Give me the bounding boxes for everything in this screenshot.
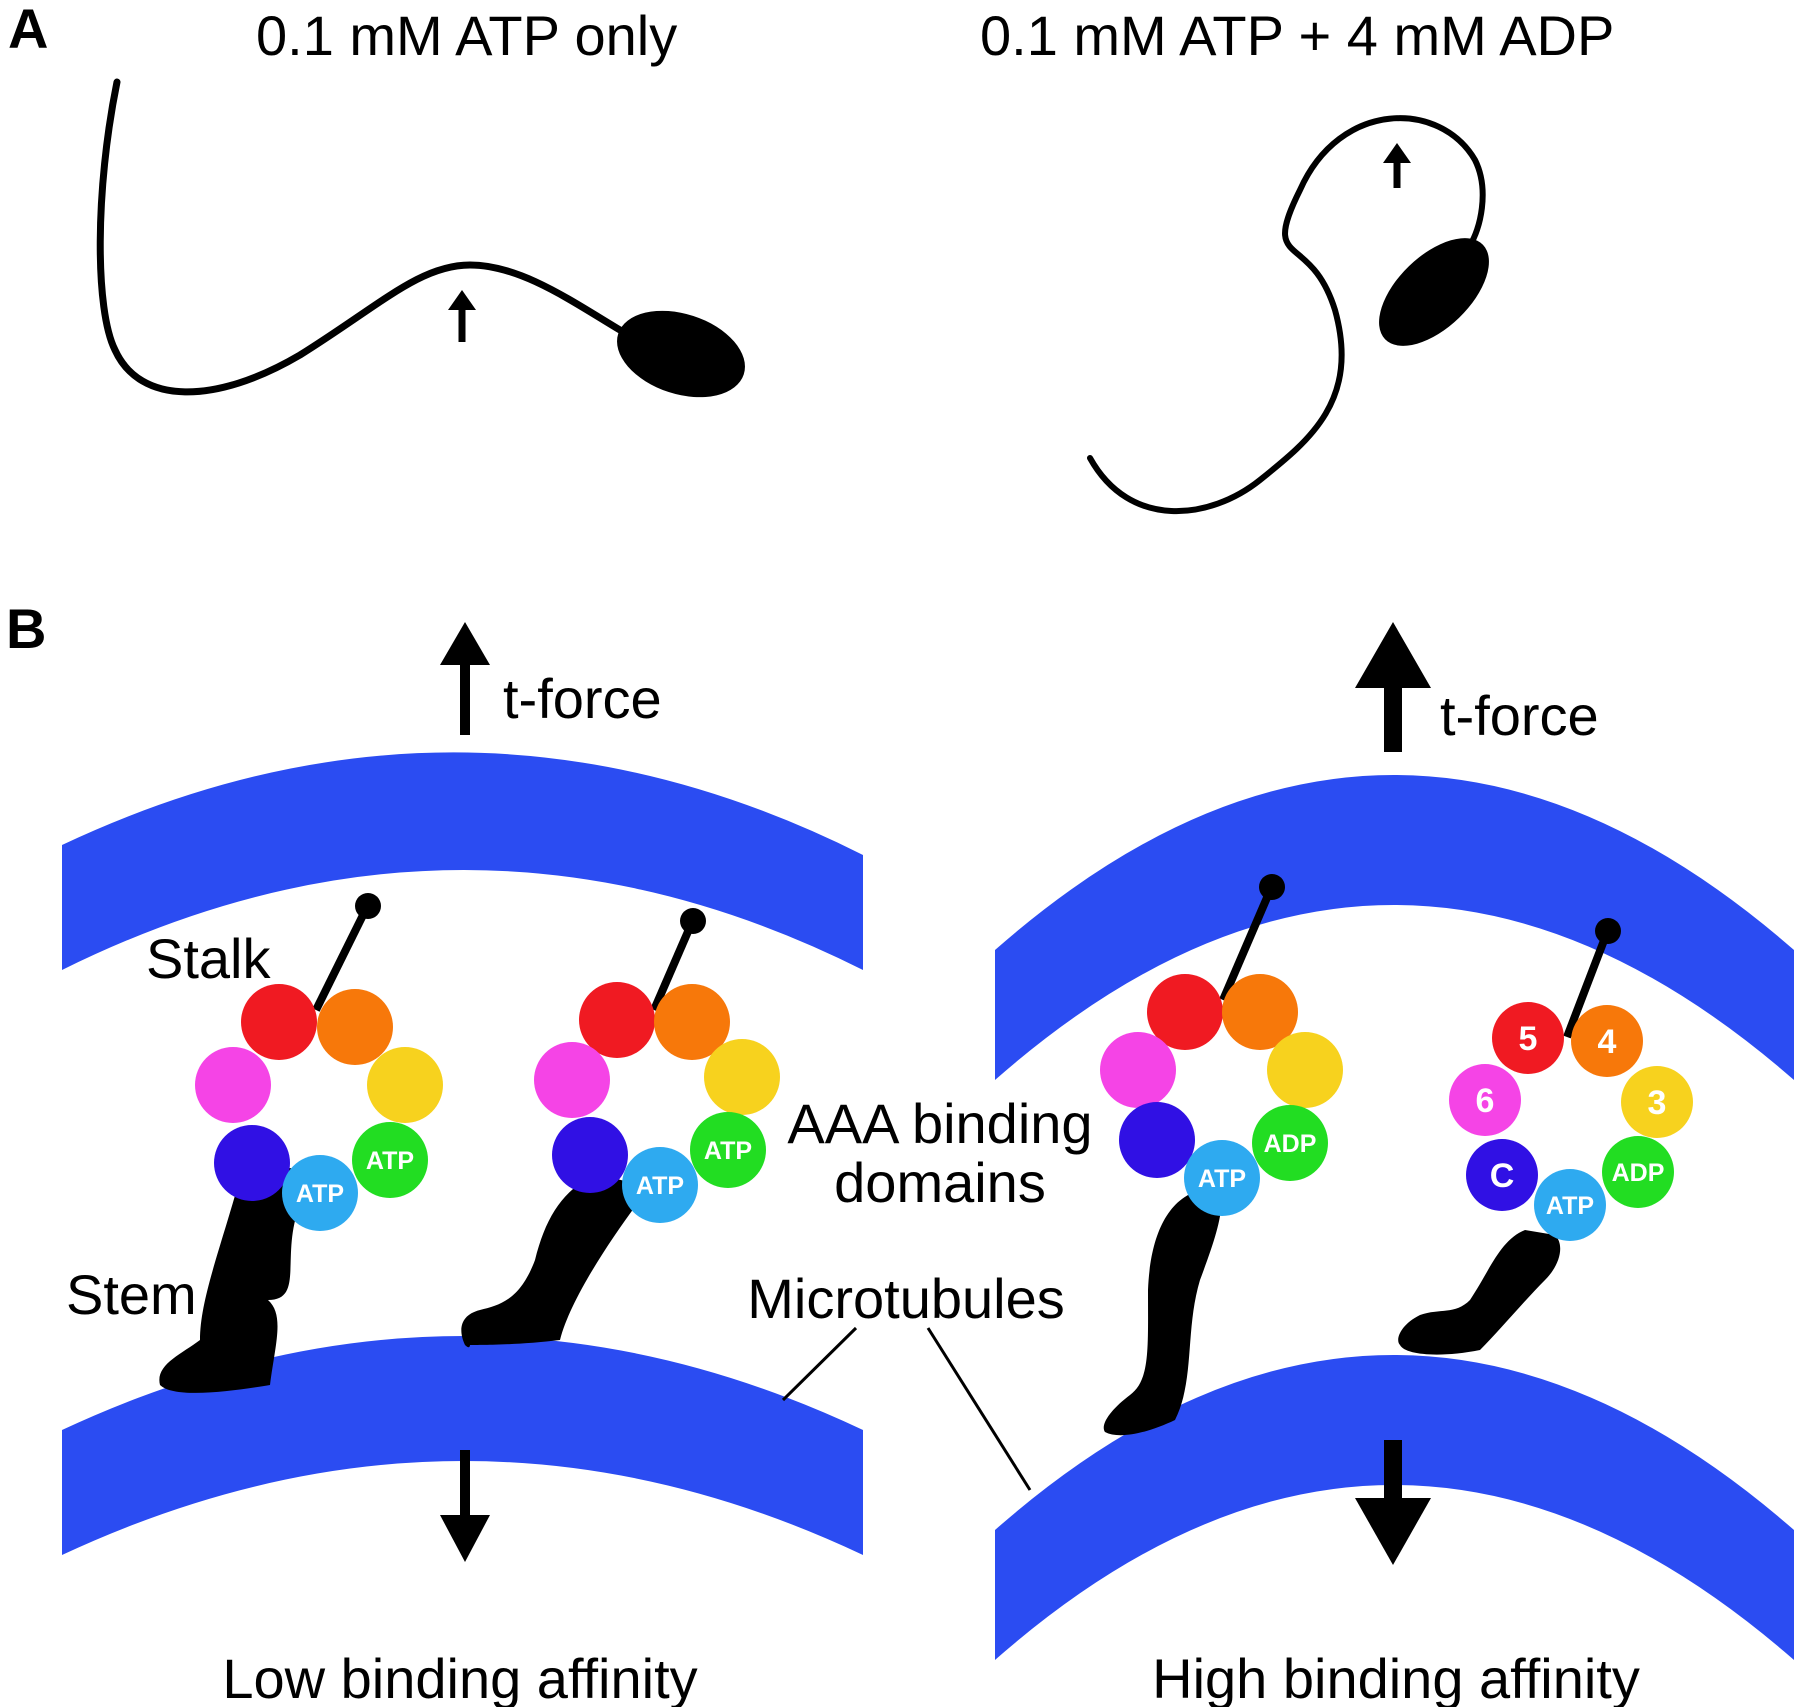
- panel-b-letter: B: [6, 597, 46, 660]
- sperm-right-arrow-icon: [1383, 143, 1411, 188]
- sperm-right-head: [1379, 238, 1489, 346]
- dynein-3-domain-6: [1100, 1032, 1176, 1108]
- dynein-1-domain-3: [367, 1047, 443, 1123]
- dynein-4-domain-5: [1492, 1002, 1564, 1074]
- dynein-1-stem: [159, 1168, 305, 1393]
- dynein-2-domain-1: [622, 1147, 698, 1223]
- microtubules-leader-right: [926, 1327, 1032, 1491]
- dynein-2-domain-3: [704, 1039, 780, 1115]
- panel-a-letter: A: [8, 0, 48, 60]
- dynein-3-nucleotide-1: ATP: [1198, 1165, 1246, 1193]
- microtubule-left-top: [62, 752, 863, 970]
- dynein-3-domain-4: [1222, 974, 1298, 1050]
- dynein-2-domain-6: [534, 1042, 610, 1118]
- panel-a-right-title: 0.1 mM ATP + 4 mM ADP: [980, 4, 1614, 67]
- sperm-left: [96, 78, 745, 398]
- dynein-3-domain-3: [1267, 1032, 1343, 1108]
- dynein-4-domain-3-number: 3: [1648, 1084, 1667, 1122]
- caption-high-affinity: High binding affinity: [1152, 1647, 1640, 1707]
- sperm-right-flagellum: [1087, 115, 1486, 514]
- dynein-motor-3: ADP ATP: [1100, 874, 1343, 1436]
- dynein-4-nucleotide-2: ADP: [1612, 1159, 1665, 1187]
- dynein-1-domain-4: [317, 989, 393, 1065]
- dynein-4-domain-4-number: 4: [1598, 1023, 1617, 1061]
- sperm-right: [1087, 115, 1489, 514]
- aaa-label-line2: domains: [834, 1151, 1046, 1214]
- dynein-1-domain-6: [195, 1047, 271, 1123]
- force-label-left: t-force: [503, 667, 662, 730]
- dynein-4-domain-4: [1571, 1005, 1643, 1077]
- dynein-4-domain-1: [1534, 1169, 1606, 1241]
- dynein-1-nucleotide-2: ATP: [366, 1147, 414, 1175]
- stalk-label: Stalk: [146, 927, 271, 990]
- dynein-4-domain-3: [1621, 1066, 1693, 1138]
- sperm-left-head: [617, 310, 745, 398]
- microtubules-label: Microtubules: [747, 1267, 1064, 1330]
- dynein-3-nucleotide-2: ADP: [1264, 1130, 1317, 1158]
- dynein-1-domain-c: [214, 1125, 290, 1201]
- dynein-3-domain-2: [1252, 1105, 1328, 1181]
- dynein-4-domain-2: [1602, 1136, 1674, 1208]
- aaa-label-line1: AAA binding: [787, 1092, 1092, 1155]
- dynein-1-domain-1: [282, 1155, 358, 1231]
- force-arrow-left-up-icon: [440, 622, 490, 735]
- dynein-4-stem: [1398, 1230, 1561, 1355]
- dynein-1-domain-2: [352, 1122, 428, 1198]
- dynein-3-stalk-tip: [1259, 874, 1285, 900]
- dynein-2-nucleotide-1: ATP: [636, 1172, 684, 1200]
- dynein-1-stalk-tip: [355, 893, 381, 919]
- microtubule-right-top: [995, 775, 1794, 1080]
- dynein-4-domain-6-number: 6: [1476, 1082, 1495, 1120]
- dynein-4-domain-c: [1466, 1139, 1538, 1211]
- dynein-1-nucleotide-1: ATP: [296, 1180, 344, 1208]
- microtubule-left-bottom: [62, 1336, 863, 1555]
- panel-a-left-title: 0.1 mM ATP only: [256, 4, 677, 67]
- force-arrow-left-down-icon: [440, 1450, 490, 1562]
- stem-label: Stem: [66, 1263, 197, 1326]
- force-arrow-right-down-icon: [1355, 1440, 1431, 1565]
- dynein-2-domain-5: [579, 982, 655, 1058]
- dynein-4-domain-5-number: 5: [1519, 1020, 1538, 1058]
- dynein-motor-2: ATP ATP: [461, 908, 780, 1348]
- sperm-left-arrow-icon: [448, 290, 476, 342]
- dynein-1-stalk: [312, 903, 372, 1012]
- force-label-right: t-force: [1440, 684, 1599, 747]
- dynein-2-domain-4: [654, 984, 730, 1060]
- microtubules-leader-left: [781, 1326, 858, 1402]
- dynein-2-stem: [461, 1177, 641, 1348]
- dynein-2-domain-2: [690, 1112, 766, 1188]
- microtubule-right-bottom: [995, 1355, 1794, 1707]
- dynein-3-domain-5: [1147, 974, 1223, 1050]
- dynein-2-stalk-tip: [680, 908, 706, 934]
- dynein-1-domain-5: [241, 984, 317, 1060]
- dynein-3-stalk: [1219, 884, 1276, 1002]
- dynein-4-domain-6: [1449, 1064, 1521, 1136]
- dynein-2-domain-c: [552, 1117, 628, 1193]
- dynein-4-nucleotide-1: ATP: [1546, 1192, 1594, 1220]
- dynein-2-nucleotide-2: ATP: [704, 1137, 752, 1165]
- dynein-motor-4: 5 4 3 6 C ADP ATP: [1398, 918, 1693, 1355]
- dynein-3-domain-1: [1184, 1140, 1260, 1216]
- sperm-left-flagellum: [96, 78, 624, 396]
- force-arrow-right-up-icon: [1355, 622, 1431, 752]
- caption-low-affinity: Low binding affinity: [222, 1647, 697, 1707]
- dynein-4-stalk-tip: [1595, 918, 1621, 944]
- dynein-4-stalk: [1563, 928, 1612, 1039]
- dynein-4-domain-c-number: C: [1490, 1157, 1515, 1195]
- dynein-3-stem: [1103, 1190, 1222, 1436]
- dynein-3-domain-c: [1119, 1102, 1195, 1178]
- dynein-2-stalk: [650, 918, 697, 1012]
- dynein-motor-1: ATP ATP: [159, 893, 443, 1393]
